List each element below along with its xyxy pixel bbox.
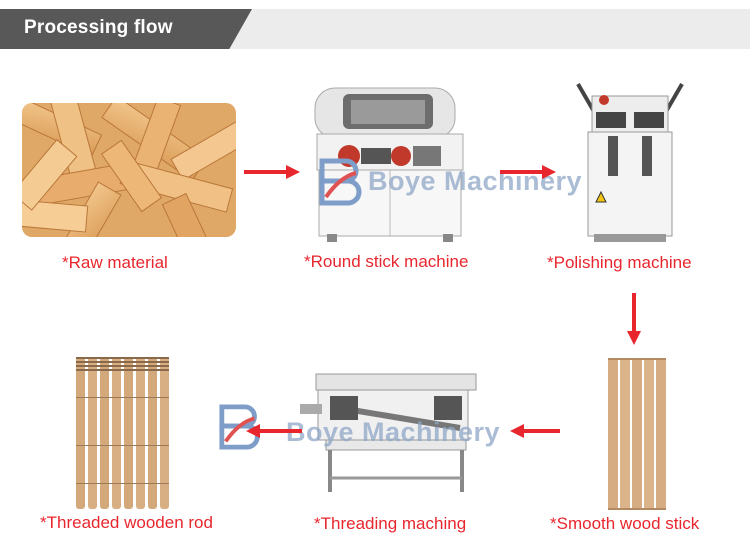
- caption-raw-material: *Raw material: [62, 253, 168, 272]
- down-arrow-icon: [627, 293, 641, 345]
- caption-polishing-machine: *Polishing machine: [547, 253, 692, 272]
- caption-smooth-wood-stick: *Smooth wood stick: [550, 514, 700, 533]
- caption-threaded-wooden-rod: *Threaded wooden rod: [40, 513, 213, 532]
- polishing-machine-image: [576, 82, 684, 242]
- boye-logo-icon: [219, 404, 260, 450]
- header-tab: [0, 9, 252, 49]
- left-arrow-icon: [510, 424, 560, 438]
- threading-machine-image: [300, 373, 477, 492]
- right-arrow-icon: [500, 165, 556, 179]
- right-arrow-icon: [244, 165, 300, 179]
- smooth-wood-stick-image: [608, 358, 666, 510]
- caption-round-stick-machine: *Round stick machine: [304, 252, 469, 271]
- page-title: Processing flow: [24, 17, 173, 38]
- left-arrow-icon: [246, 424, 302, 438]
- watermark-bottom: Boye Machinery: [286, 417, 501, 447]
- boye-logo-icon: [319, 158, 362, 206]
- caption-threading-maching: *Threading maching: [314, 514, 467, 533]
- threaded-wooden-rod-image: [76, 357, 169, 509]
- raw-material-image: [22, 103, 236, 237]
